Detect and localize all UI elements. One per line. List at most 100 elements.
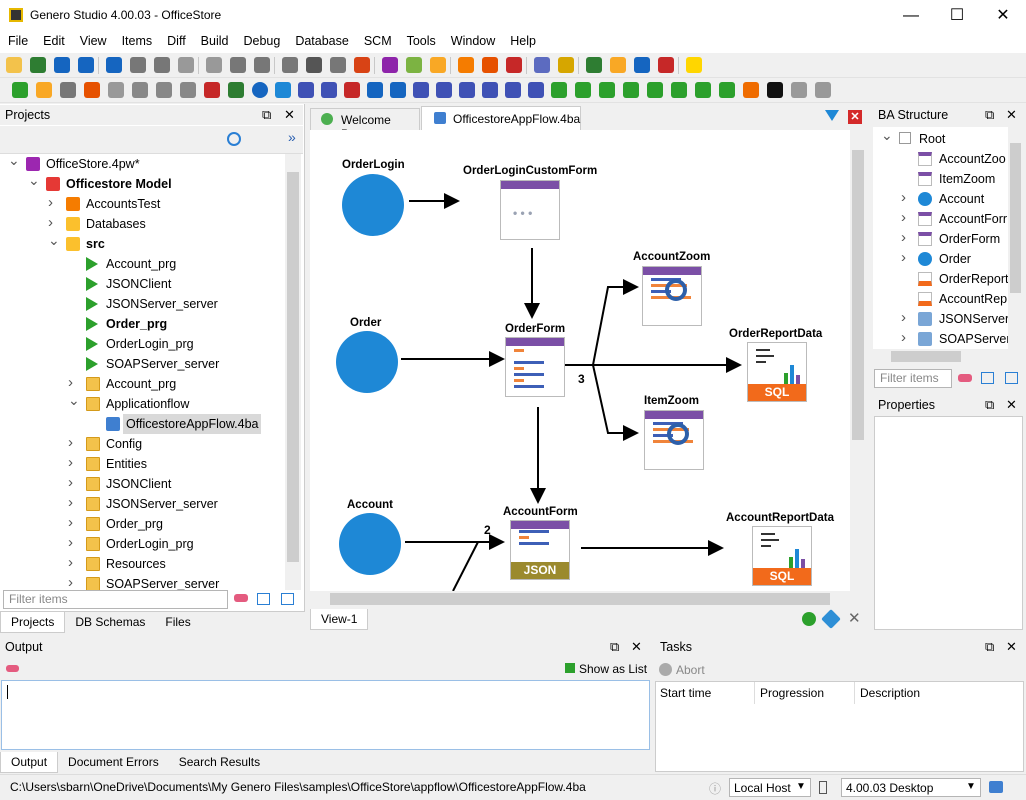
tab-files[interactable]: Files <box>165 615 191 629</box>
menu-file[interactable]: File <box>8 34 29 48</box>
toolbar-icon[interactable] <box>719 82 735 98</box>
tree-item[interactable]: ›Entities <box>0 454 285 474</box>
orderlogin-node[interactable] <box>342 174 404 236</box>
accountzoom-node[interactable] <box>642 266 702 326</box>
show-as-list-label[interactable]: Show as List <box>579 662 648 676</box>
toolbar-icon[interactable] <box>430 57 446 73</box>
chevron-right-icon[interactable]: › <box>68 534 73 551</box>
toolbar-icon[interactable] <box>406 57 422 73</box>
accountform-node[interactable]: JSON <box>510 520 570 580</box>
refresh-icon[interactable] <box>227 132 241 146</box>
canvas-hscrollbar[interactable] <box>310 591 850 607</box>
tree-item[interactable]: JSONClient <box>0 274 285 294</box>
float-panel-icon[interactable]: ⧉ <box>262 107 272 122</box>
chevron-down-icon[interactable]: ⌄ <box>28 172 40 188</box>
toolbar-icon[interactable] <box>36 82 52 98</box>
tab-appflow[interactable]: OfficestoreAppFlow.4ba <box>421 106 581 130</box>
chevron-down-icon[interactable]: ⌄ <box>881 127 893 143</box>
tree-item[interactable]: ⌄Applicationflow <box>0 392 285 414</box>
expand-icon[interactable] <box>1005 372 1018 384</box>
chevron-right-icon[interactable]: › <box>48 194 53 211</box>
expand-icon[interactable] <box>281 593 294 605</box>
tree-item[interactable]: SOAPServer_server <box>0 354 285 374</box>
close-view-icon[interactable]: ✕ <box>848 610 861 627</box>
tree-item[interactable]: ›Config <box>0 434 285 454</box>
toolbar-icon[interactable] <box>54 57 70 73</box>
order-node[interactable] <box>336 331 398 393</box>
canvas-hscroll-thumb[interactable] <box>330 593 830 605</box>
toolbar-icon[interactable] <box>252 82 268 98</box>
close-button[interactable]: ✕ <box>996 7 1010 24</box>
tree-item[interactable]: ›AccountsTest <box>0 194 285 214</box>
toolbar-icon[interactable] <box>815 82 831 98</box>
chevron-down-icon[interactable]: ⌄ <box>48 232 60 248</box>
ba-hscrollbar[interactable] <box>873 349 1008 364</box>
chevron-right-icon[interactable]: › <box>901 329 906 346</box>
toolbar-icon[interactable] <box>60 82 76 98</box>
toolbar-icon[interactable] <box>344 82 360 98</box>
tab-projects[interactable]: Projects <box>0 612 66 633</box>
toolbar-icon[interactable] <box>298 82 314 98</box>
toolbar-icon[interactable] <box>30 57 46 73</box>
toolbar-icon[interactable] <box>84 82 100 98</box>
menu-diff[interactable]: Diff <box>167 34 186 48</box>
tree-item[interactable]: ⌄src <box>0 232 285 254</box>
toolbar-icon[interactable] <box>108 82 124 98</box>
toolbar-icon[interactable] <box>390 82 406 98</box>
tree-item[interactable]: ›JSONClient <box>0 474 285 494</box>
toolbar-icon[interactable] <box>254 57 270 73</box>
filter-dropdown-icon[interactable] <box>825 110 839 121</box>
toolbar-icon[interactable] <box>671 82 687 98</box>
ba-filter-input[interactable]: Filter items <box>874 369 952 388</box>
toolbar-icon[interactable] <box>459 82 475 98</box>
toolbar-icon[interactable] <box>382 57 398 73</box>
chevron-right-icon[interactable]: › <box>68 374 73 391</box>
menu-scm[interactable]: SCM <box>363 34 392 48</box>
float-panel-icon[interactable]: ⧉ <box>985 397 995 412</box>
toolbar-icon[interactable] <box>534 57 550 73</box>
clear-output-icon[interactable] <box>6 665 19 672</box>
menu-window[interactable]: Window <box>450 34 496 48</box>
canvas-vscrollbar[interactable] <box>850 130 866 591</box>
chevron-down-icon[interactable]: ⌄ <box>68 392 80 408</box>
close-panel-icon[interactable]: ✕ <box>631 639 642 654</box>
menu-help[interactable]: Help <box>510 34 536 48</box>
tab-view-1[interactable]: View-1 <box>310 609 369 630</box>
tab-db-schemas[interactable]: DB Schemas <box>75 615 146 629</box>
close-panel-icon[interactable]: ✕ <box>1006 397 1017 412</box>
maximize-button[interactable]: ☐ <box>949 7 965 24</box>
abort-button[interactable]: Abort <box>676 663 705 677</box>
chevron-right-icon[interactable]: › <box>901 209 906 226</box>
chevron-right-icon[interactable]: › <box>68 514 73 531</box>
appflow-canvas[interactable]: OrderLogin OrderLoginCustomForm • • • Or… <box>310 130 850 591</box>
toolbar-icon[interactable] <box>178 57 194 73</box>
menu-debug[interactable]: Debug <box>243 34 281 48</box>
close-tab-icon[interactable]: ✕ <box>848 110 862 124</box>
chevron-right-icon[interactable]: › <box>68 494 73 511</box>
chevron-right-icon[interactable]: › <box>68 474 73 491</box>
ba-vscrollbar[interactable] <box>1008 127 1023 349</box>
minimize-button[interactable]: — <box>903 7 919 24</box>
projects-filter-input[interactable]: Filter items <box>3 590 228 609</box>
toolbar-icon[interactable] <box>482 57 498 73</box>
toolbar-icon[interactable] <box>658 57 674 73</box>
orderlogincustomform-node[interactable]: • • • <box>500 180 560 240</box>
col-start-time[interactable]: Start time <box>660 686 712 700</box>
toolbar-icon[interactable] <box>282 57 298 73</box>
tree-item[interactable]: ›Order_prg <box>0 514 285 534</box>
toolbar-icon[interactable] <box>306 57 322 73</box>
float-panel-icon[interactable]: ⧉ <box>985 107 995 122</box>
tree-item[interactable]: Order_prg <box>0 314 285 334</box>
menu-build[interactable]: Build <box>200 34 229 48</box>
toolbar-icon[interactable] <box>436 82 452 98</box>
float-panel-icon[interactable]: ⧉ <box>985 639 995 654</box>
col-progression[interactable]: Progression <box>760 686 825 700</box>
more-icon[interactable]: » <box>288 129 296 145</box>
itemzoom-node[interactable] <box>644 410 704 470</box>
toolbar-icon[interactable] <box>413 82 429 98</box>
toolbar-icon[interactable] <box>599 82 615 98</box>
tree-item[interactable]: ›Resources <box>0 554 285 574</box>
toolbar-icon[interactable] <box>106 57 122 73</box>
toolbar-icon[interactable] <box>610 57 626 73</box>
tree-item[interactable]: ⌄OfficeStore.4pw* <box>0 154 285 174</box>
